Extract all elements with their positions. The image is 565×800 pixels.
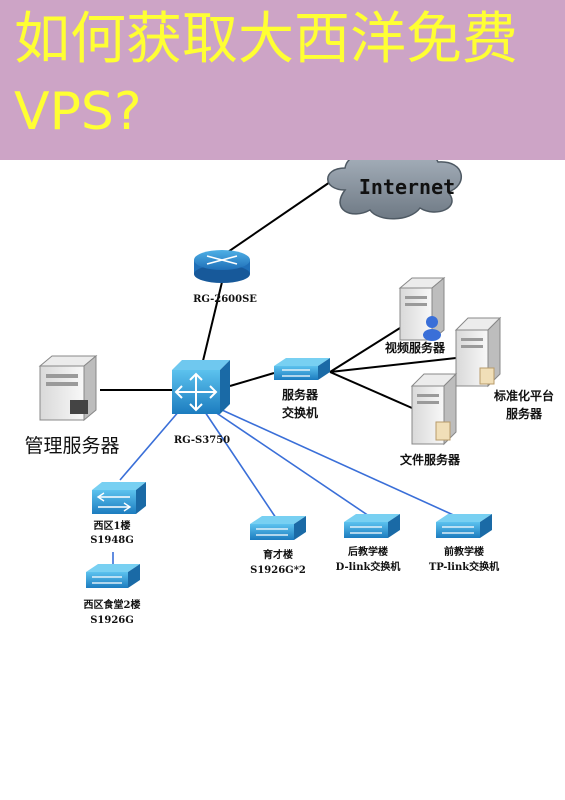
mgmt-server-node: 管理服务器 (24, 354, 120, 457)
west1-switch-node: 西区1楼 S1948G (90, 482, 146, 546)
west1-name: 西区1楼 (94, 519, 131, 532)
network-diagram: Internet RG-2600SE RG-S3750 (24, 160, 554, 626)
internet-label: Internet (359, 175, 455, 199)
canteen-name: 西区食堂2楼 (84, 598, 141, 611)
yucai-switch-icon (250, 524, 294, 540)
link-core-serverswitch (229, 372, 275, 387)
server-switch-icon (274, 366, 318, 380)
yucai-switch-node: 育才楼 S1926G*2 (250, 516, 306, 576)
link-core-yucai (204, 411, 277, 519)
link-ss-std (329, 357, 457, 373)
link-router-internet (221, 179, 334, 257)
black-links (100, 179, 457, 409)
file-server-label: 文件服务器 (400, 452, 461, 467)
west1-switch-icon (92, 490, 136, 514)
file-server-node: 文件服务器 (400, 372, 461, 467)
yucai-name: 育才楼 (263, 548, 293, 561)
server-switch-label-1: 服务器 (282, 387, 319, 402)
rear-switch-icon (344, 522, 388, 538)
std-platform-label-1: 标准化平台 (493, 388, 554, 403)
link-core-front (221, 409, 461, 519)
link-core-rear (214, 411, 373, 519)
title-banner: 如何获取大西洋免费 VPS? (0, 0, 565, 160)
rear-model: D-link交换机 (336, 560, 401, 573)
front-switch-icon (436, 522, 480, 538)
banner-title-line2: VPS? (14, 82, 142, 142)
std-platform-node: 标准化平台 服务器 (454, 316, 554, 421)
router-label: RG-2600SE (193, 294, 257, 305)
link-ss-file (329, 371, 413, 409)
banner-title-line1: 如何获取大西洋免费 (14, 7, 518, 72)
core-switch-label: RG-S3750 (174, 435, 230, 446)
rear-name: 后教学楼 (348, 545, 388, 558)
std-platform-label-2: 服务器 (506, 406, 543, 421)
server-switch-node: 服务器 交换机 (274, 358, 330, 420)
user-icon (426, 316, 438, 328)
rear-switch-node: 后教学楼 D-link交换机 (336, 514, 401, 573)
mgmt-server-label: 管理服务器 (24, 435, 119, 457)
canteen-switch-icon (86, 572, 128, 588)
internet-cloud: Internet (327, 160, 463, 220)
core-switch-node: RG-S3750 (172, 360, 230, 446)
link-core-west1 (119, 409, 181, 481)
canteen-switch-node: 西区食堂2楼 S1926G (84, 564, 141, 626)
yucai-model: S1926G*2 (250, 565, 306, 576)
banner-title: 如何获取大西洋免费 VPS? (14, 4, 559, 148)
link-router-core (201, 281, 223, 366)
front-switch-node: 前教学楼 TP-link交换机 (429, 514, 499, 573)
video-server-node: 视频服务器 (385, 276, 446, 355)
router-node: RG-2600SE (193, 250, 257, 305)
blue-links (112, 409, 461, 564)
link-ss-video (329, 327, 401, 373)
canteen-model: S1926G (90, 615, 134, 626)
front-name: 前教学楼 (444, 545, 484, 558)
cloud-icon (327, 160, 463, 220)
server-switch-label-2: 交换机 (282, 405, 318, 420)
video-server-label: 视频服务器 (385, 340, 446, 355)
front-model: TP-link交换机 (429, 560, 499, 573)
west1-model: S1948G (90, 535, 134, 546)
